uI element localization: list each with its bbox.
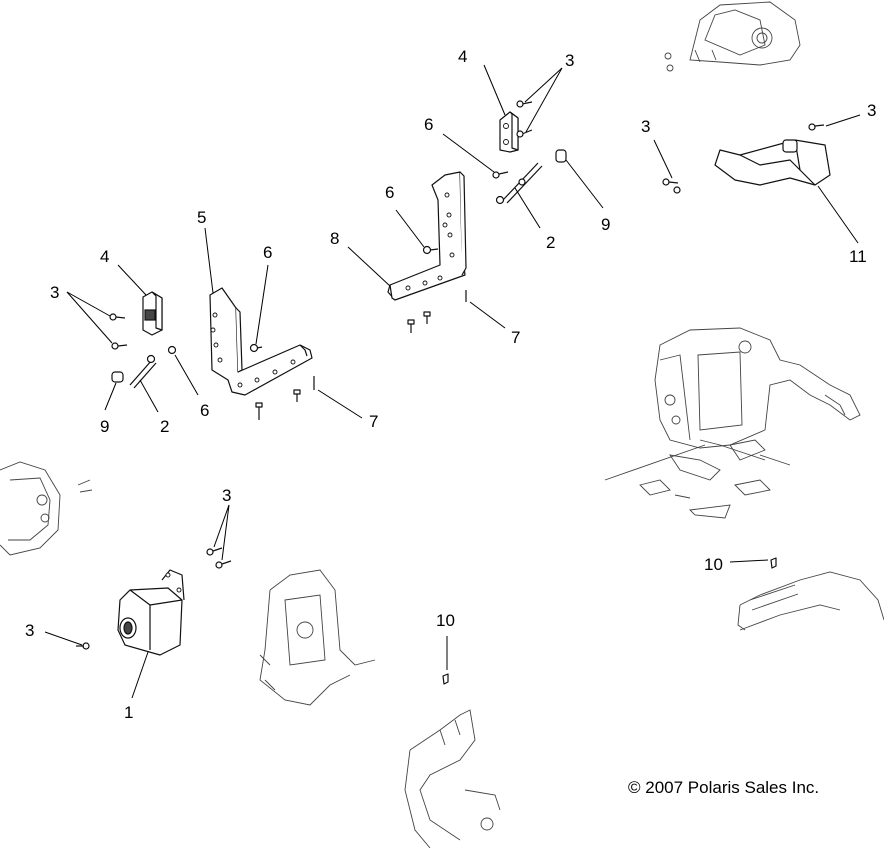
part-3-bolts-right [662, 123, 825, 194]
leader-lines [44, 64, 861, 699]
callout-3-bottom-b: 3 [25, 621, 34, 640]
part-7-clips-mid [407, 290, 467, 333]
callout-1: 1 [124, 703, 133, 722]
callout-3-right-b: 3 [867, 101, 876, 120]
callout-10-right: 10 [704, 555, 723, 574]
part-2-long-bolt-top [495, 162, 543, 205]
callout-2-left: 2 [160, 417, 169, 436]
part-8-L-bracket [387, 171, 467, 301]
part-11-guard-bracket [714, 139, 831, 186]
callout-6-left-bottom: 6 [200, 401, 209, 420]
callout-11: 11 [849, 247, 867, 266]
part-1-engine-mount [117, 569, 185, 656]
callout-6-mid: 6 [385, 183, 394, 202]
callout-6-left-top: 6 [263, 243, 272, 262]
part-3-bolts-left [109, 313, 128, 350]
copyright-text: © 2007 Polaris Sales Inc. [628, 778, 819, 797]
callout-7-left: 7 [369, 412, 378, 431]
part-4-mount-plate-top [499, 111, 519, 153]
callout-4-left: 4 [100, 247, 109, 266]
part-6-bolt-left [167, 343, 263, 355]
callout-6-top: 6 [424, 115, 433, 134]
frame-ghost-bottom [404, 709, 501, 849]
callout-2-top: 2 [546, 233, 555, 252]
small-bolts-top [664, 52, 674, 72]
part-10-clip-bottom [442, 673, 449, 685]
part-2-long-bolt-left [129, 354, 157, 389]
callout-3-bottom-a: 3 [222, 486, 231, 505]
callout-3-right-a: 3 [641, 117, 650, 136]
callout-9-left: 9 [100, 417, 109, 436]
part-4-mount-plate-left [142, 291, 163, 336]
callout-10-bottom: 10 [436, 611, 455, 630]
part-6-bolt-top [492, 171, 509, 179]
callout-7-mid: 7 [511, 328, 520, 347]
engine-ghost-bottom [259, 569, 376, 706]
part-10-clip-right [770, 557, 777, 569]
callout-5: 5 [197, 208, 206, 227]
part-6-bolt-mid [422, 245, 439, 255]
engine-ghost-mid [604, 327, 861, 519]
callout-3-left: 3 [50, 283, 59, 302]
part-3-bolts-top [516, 100, 533, 138]
engine-ghost-left [0, 461, 93, 556]
callout-4-top: 4 [458, 47, 467, 66]
part-9-nut-top [555, 149, 567, 163]
frame-ghost-right [737, 571, 884, 631]
part-7-clips-left [255, 376, 315, 420]
engine-ghost-top [689, 1, 801, 66]
callout-9-top: 9 [601, 215, 610, 234]
part-9-nut-left [111, 371, 124, 383]
part-3-bolts-bottom [76, 547, 232, 650]
part-5-L-bracket [209, 287, 313, 396]
callout-3-top: 3 [565, 51, 574, 70]
callout-labels: 4 3 6 3 3 2 9 11 6 8 7 5 6 4 3 9 2 6 7 3… [25, 47, 876, 722]
callout-8: 8 [330, 229, 339, 248]
